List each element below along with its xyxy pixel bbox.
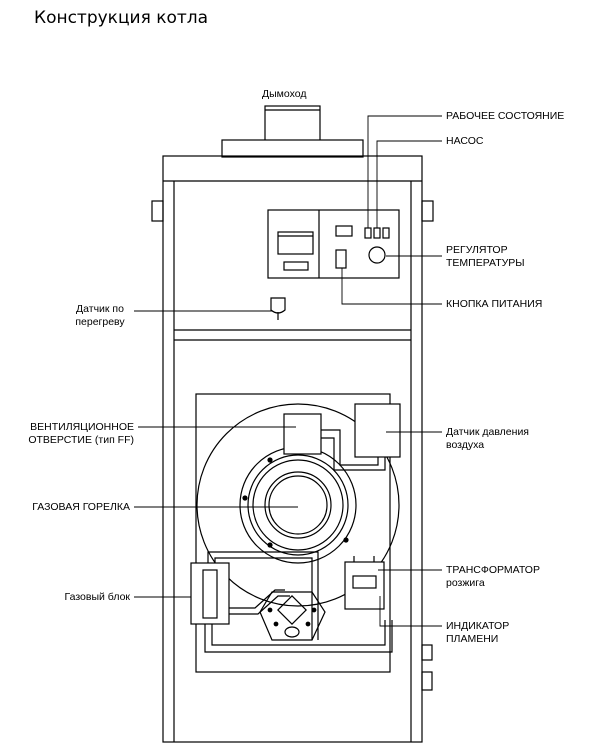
label-vent-line1: ВЕНТИЛЯЦИОННОЕ (30, 421, 134, 433)
label-operating-state: РАБОЧЕЕ СОСТОЯНИЕ (446, 110, 565, 122)
panel-display (277, 231, 314, 255)
right-bracket (421, 200, 434, 222)
panel-slot (283, 261, 309, 271)
left-bracket (151, 200, 164, 222)
chimney-collar (221, 139, 364, 158)
label-air-pressure-line2: воздуха (446, 439, 485, 451)
pump-led (373, 227, 381, 239)
pipe-fitting-2 (421, 671, 433, 691)
boiler-body (162, 155, 423, 743)
label-flame-indicator-line2: ПЛАМЕНИ (446, 633, 499, 645)
label-temperature-regulator-line1: РЕГУЛЯТОР (446, 244, 508, 256)
label-air-pressure-line1: Датчик давления (446, 426, 529, 438)
label-vent-line2: ОТВЕРСТИЕ (тип FF) (28, 434, 134, 446)
label-pump: НАСОС (446, 135, 484, 147)
burner-head (259, 591, 326, 641)
fan-housing-outer (196, 403, 400, 607)
gas-valve-block (190, 562, 230, 625)
leader-lines (134, 115, 442, 627)
air-pressure-sensor (354, 403, 401, 458)
operating-state-led (364, 227, 372, 239)
label-gas-burner: ГАЗОВАЯ ГОРЕЛКА (32, 501, 130, 513)
label-gas-block: Газовый блок (64, 591, 130, 603)
label-flame-indicator-line1: ИНДИКАТОР (446, 620, 510, 632)
indicator-led (382, 227, 390, 239)
fan-housing-ring (239, 446, 357, 564)
vent-opening (283, 413, 322, 455)
combustion-chamber (195, 393, 391, 673)
power-switch (335, 249, 347, 269)
overheat-sensor (270, 297, 286, 314)
label-temperature-regulator-line2: ТЕМПЕРАТУРЫ (446, 257, 525, 269)
label-chimney: Дымоход (262, 88, 307, 100)
label-ignition-transformer-line2: розжига (446, 577, 485, 589)
label-overheat-sensor-line2: перегреву (75, 316, 125, 328)
pipe-fitting-1 (421, 644, 433, 661)
chimney-pipe (264, 105, 321, 147)
temperature-knob (368, 246, 386, 264)
label-ignition-transformer-line1: ТРАНСФОРМАТОР (446, 564, 540, 576)
label-overheat-sensor-line1: Датчик по (76, 303, 124, 315)
control-panel (267, 209, 400, 279)
label-power-button: КНОПКА ПИТАНИЯ (446, 298, 543, 310)
panel-screen (335, 225, 353, 237)
ignition-transformer (344, 561, 385, 610)
page-title: Конструкция котла (34, 8, 209, 28)
gas-burner-core (264, 471, 332, 539)
